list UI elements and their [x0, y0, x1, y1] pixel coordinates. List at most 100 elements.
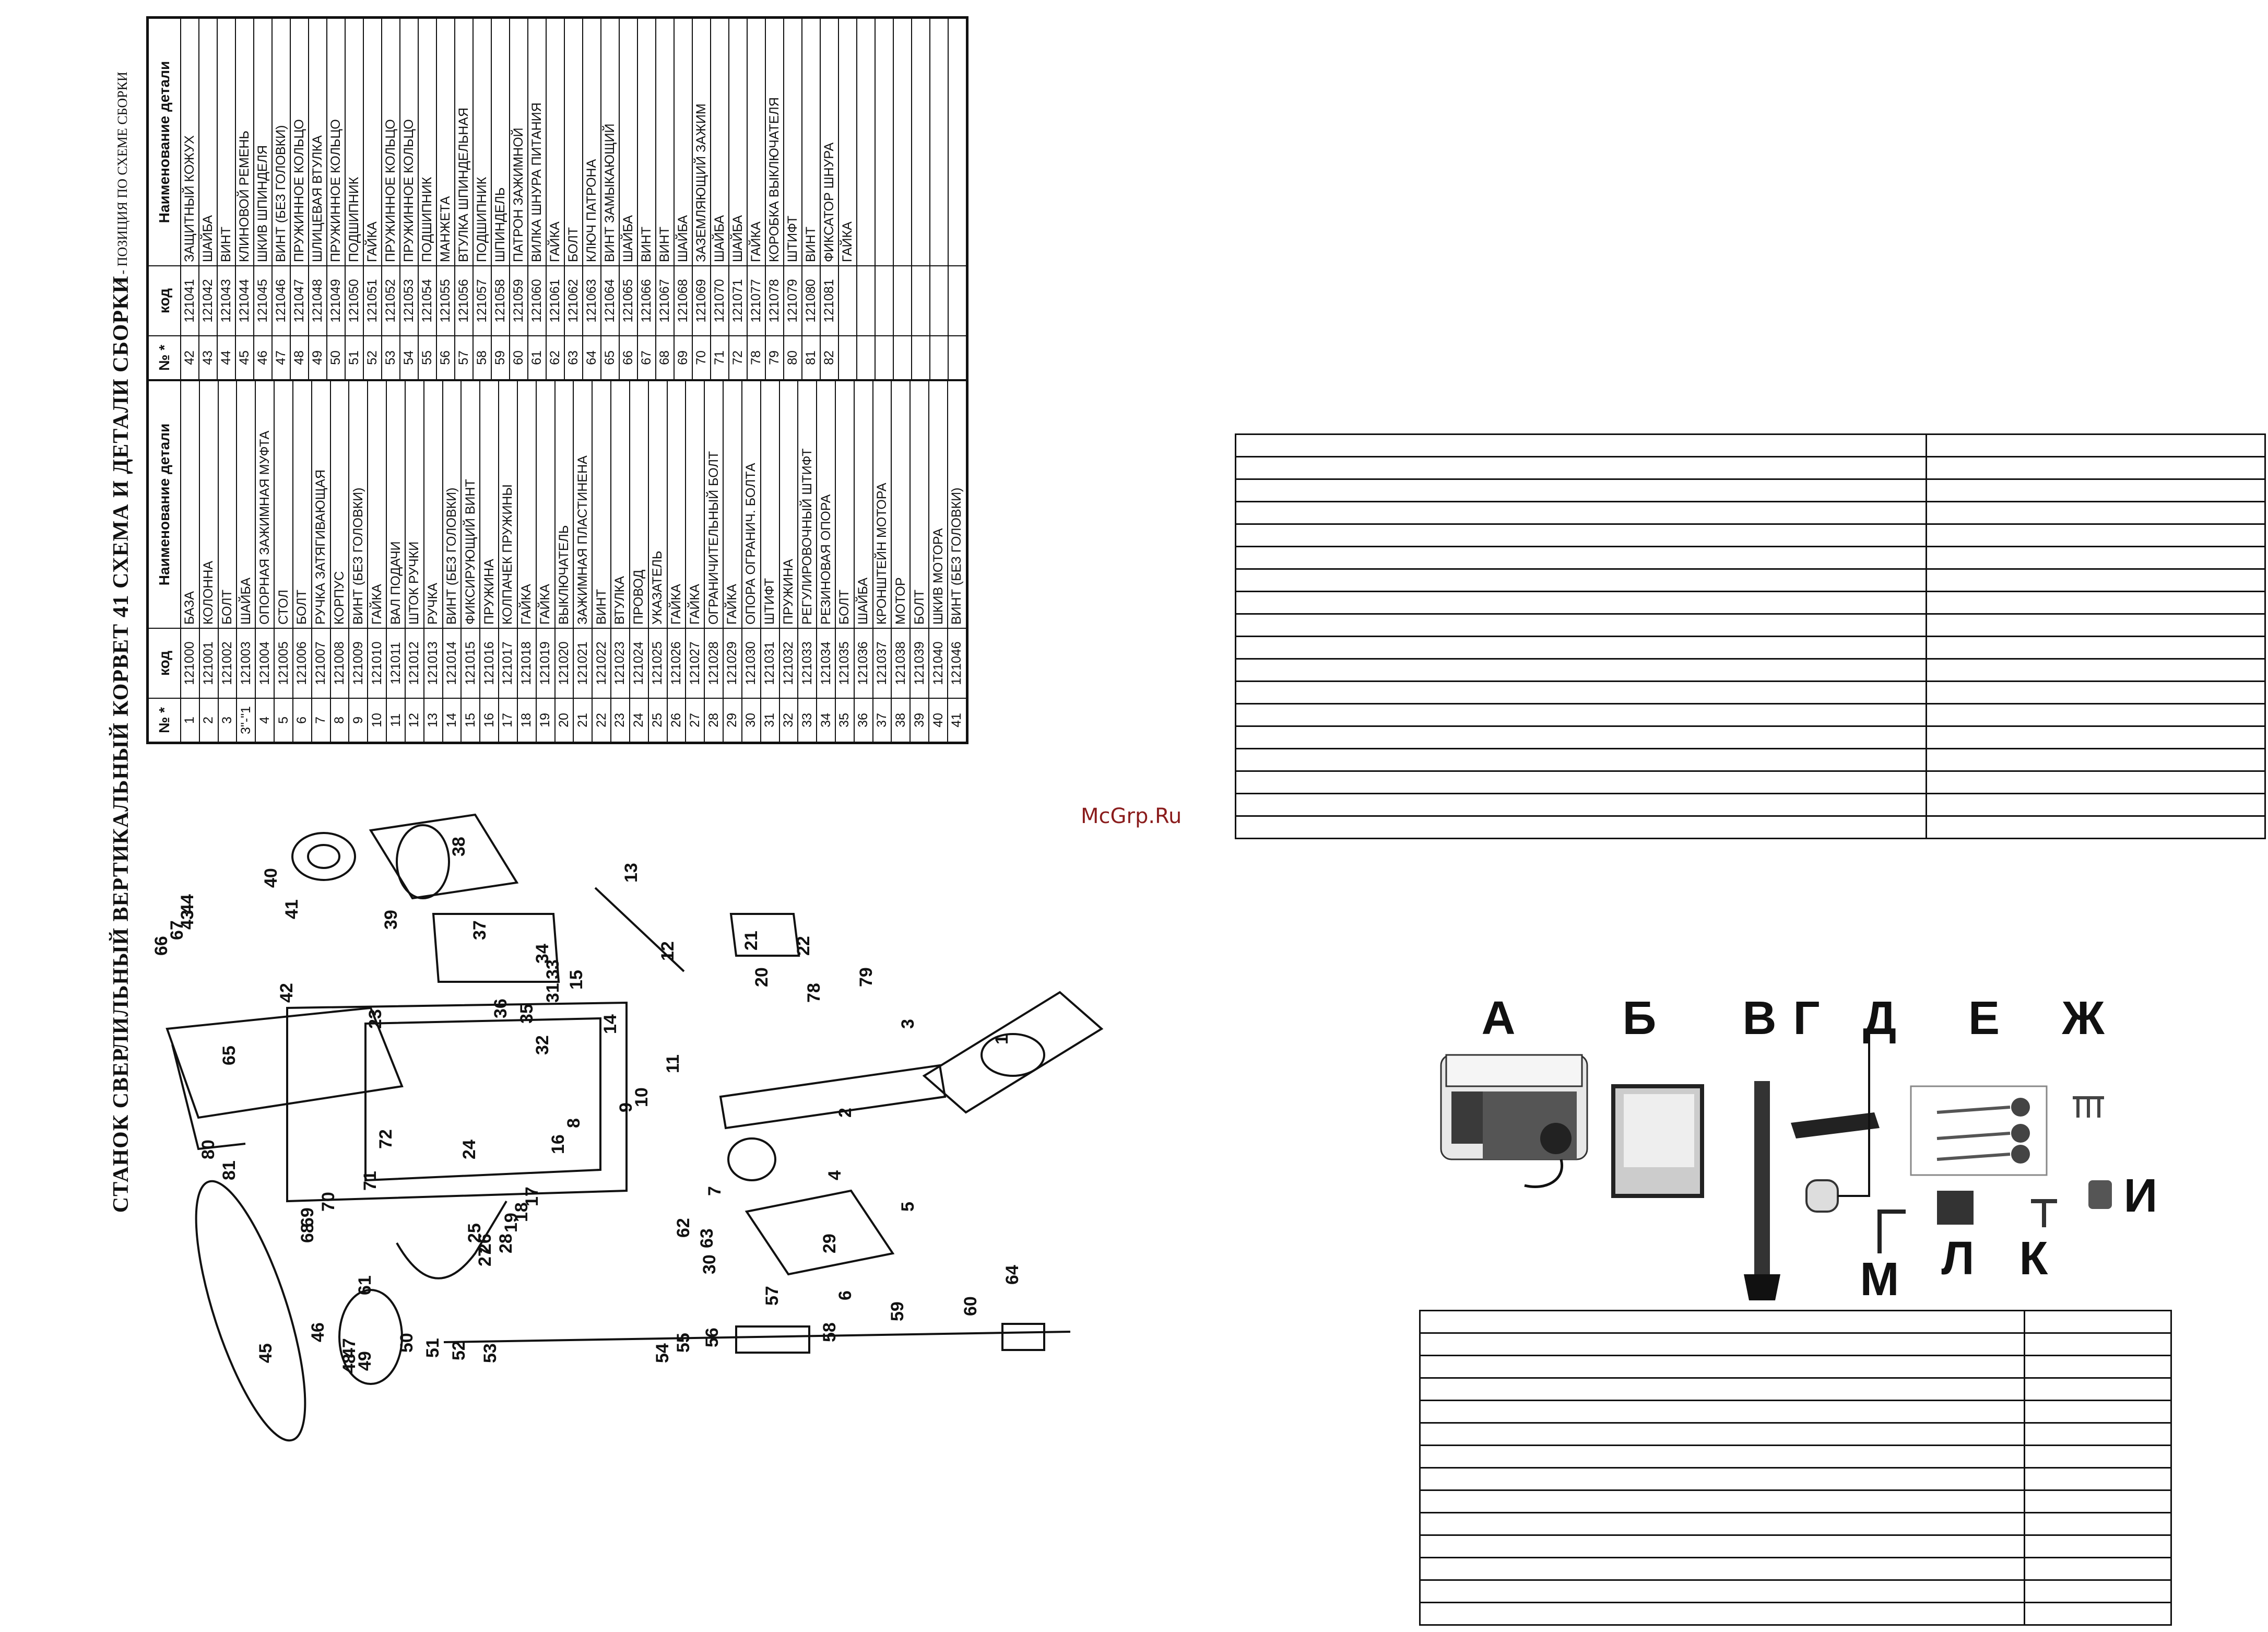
- grid-cell: [1235, 725, 1927, 749]
- cell-code: 121032: [779, 628, 798, 698]
- grid-row: [1235, 591, 2266, 615]
- cell-code: 121041: [181, 266, 199, 336]
- cell-code: [838, 266, 857, 336]
- part-callout-label: 56: [702, 1328, 722, 1347]
- grid-cell: [2023, 1310, 2172, 1334]
- kit-item-b: Б: [1611, 992, 1704, 1198]
- cell-num: 55: [418, 336, 436, 380]
- kit-item-e: Е: [1910, 992, 2048, 1176]
- grid-row: [1235, 815, 2266, 839]
- grid-cell: [1925, 636, 2266, 660]
- grid-cell: [2023, 1332, 2172, 1356]
- cell-name: МОТОР: [891, 381, 911, 628]
- grid-cell: [1925, 793, 2266, 817]
- cell-num: 4: [255, 698, 275, 742]
- grid-cell: [2023, 1579, 2172, 1603]
- grid-cell: [1235, 680, 1927, 705]
- part-callout-label: 44: [178, 894, 197, 914]
- cell-code: 121019: [536, 628, 555, 698]
- cell-code: 121081: [820, 266, 838, 336]
- cell-name: ГАЙКА: [363, 18, 382, 266]
- grid-cell: [1925, 523, 2266, 547]
- cell-name: БОЛТ: [564, 18, 583, 266]
- cell-name: КОЛОННА: [199, 381, 218, 628]
- grid-row: [1419, 1355, 2172, 1379]
- part-callout-label: 62: [674, 1218, 693, 1238]
- cell-name: ГАЙКА: [723, 381, 742, 628]
- cell-num: 28: [704, 698, 724, 742]
- grid-row: [1235, 703, 2266, 727]
- cell-code: 121025: [648, 628, 667, 698]
- part-callout-label: 5: [898, 1202, 918, 1212]
- grid-row: [1419, 1332, 2172, 1356]
- grid-row: [1235, 725, 2266, 749]
- grid-cell: [1419, 1400, 2025, 1424]
- table-row: [948, 18, 966, 380]
- watermark-text: McGrp.Ru: [1081, 804, 1182, 828]
- part-callout-label: 45: [256, 1343, 276, 1363]
- grid-cell: [1419, 1422, 2025, 1446]
- grid-cell: [2023, 1355, 2172, 1379]
- grid-cell: [1925, 546, 2266, 570]
- cell-code: 121015: [461, 628, 480, 698]
- cell-name: ГАЙКА: [667, 381, 686, 628]
- kit-label-e: Е: [1968, 992, 2000, 1044]
- cell-code: 121016: [480, 628, 499, 698]
- cell-code: 121064: [601, 266, 619, 336]
- cell-num: 79: [765, 336, 784, 380]
- grid-cell: [2023, 1557, 2172, 1581]
- cell-code: 121012: [405, 628, 424, 698]
- grid-cell: [1235, 703, 1927, 727]
- cell-code: 121046: [947, 628, 966, 698]
- part-callout-label: 42: [277, 983, 297, 1003]
- part-callout-label: 55: [674, 1333, 693, 1353]
- cell-num: 82: [820, 336, 838, 380]
- grid-cell: [1925, 568, 2266, 592]
- part-callout-label: 69: [298, 1207, 317, 1227]
- grid-cell: [1925, 658, 2266, 682]
- part-callout-label: 8: [564, 1118, 584, 1128]
- grid-cell: [1419, 1512, 2025, 1536]
- grid-cell: [1235, 501, 1927, 525]
- part-callout-label: 32: [533, 1035, 552, 1055]
- cell-name: [930, 18, 948, 266]
- motor-pulley-part: [291, 832, 356, 881]
- grid-row: [1235, 680, 2266, 705]
- cell-num: 41: [947, 698, 966, 742]
- cell-name: ПРУЖИННОЕ КОЛЬЦО: [290, 18, 309, 266]
- cell-code: 121026: [667, 628, 686, 698]
- cell-code: 121035: [835, 628, 854, 698]
- kit-label-a: А: [1482, 992, 1516, 1044]
- cell-code: 121010: [368, 628, 387, 698]
- cell-name: КЛЮЧ ПАТРОНА: [583, 18, 601, 266]
- cell-name: ГАЙКА: [517, 381, 536, 628]
- kit-item-k: К: [2019, 1199, 2057, 1285]
- col-header-name: Наименование детали: [148, 381, 181, 628]
- grid-row: [1235, 748, 2266, 772]
- cell-num: 13: [423, 698, 443, 742]
- col-header-name: Наименование детали: [148, 18, 181, 266]
- grid-cell: [1925, 770, 2266, 794]
- cell-name: ГАЙКА: [686, 381, 705, 628]
- grid-row: [1235, 546, 2266, 570]
- cell-num: 18: [517, 698, 536, 742]
- part-callout-label: 19: [501, 1213, 521, 1232]
- cell-num: 42: [181, 336, 199, 380]
- grid-row: [1419, 1579, 2172, 1603]
- grid-row: [1235, 770, 2266, 794]
- part-callout-label: 59: [888, 1301, 907, 1321]
- empty-grid-top: [1235, 433, 2266, 839]
